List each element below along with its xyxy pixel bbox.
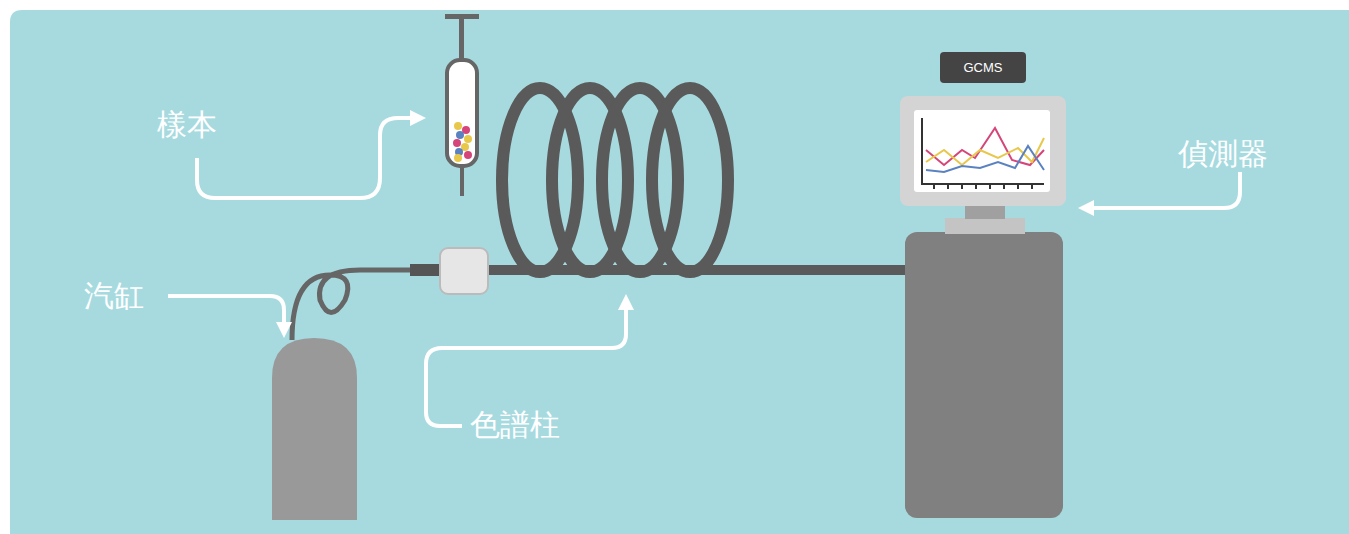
column-coil	[502, 88, 728, 272]
instrument-tag: GCMS	[940, 52, 1026, 83]
monitor-screen	[914, 110, 1050, 192]
detector-body	[905, 232, 1063, 518]
part-label: 汽缸	[84, 278, 144, 314]
tag-text: GCMS	[964, 60, 1003, 75]
syringe	[445, 14, 479, 196]
chromatogram	[922, 118, 1044, 189]
background-panel	[10, 10, 1349, 534]
gas-tube	[292, 270, 440, 340]
leader-arrows	[168, 118, 1240, 426]
gas-cylinder	[272, 338, 357, 520]
injector-port	[440, 248, 488, 294]
part-label: 樣本	[157, 107, 217, 143]
column-tube	[480, 265, 910, 275]
detector-monitor	[900, 96, 1066, 206]
part-label: 色譜柱	[470, 407, 560, 443]
detector-stand	[945, 218, 1025, 234]
part-label: 偵測器	[1178, 136, 1268, 172]
tube-fitting	[410, 264, 442, 276]
